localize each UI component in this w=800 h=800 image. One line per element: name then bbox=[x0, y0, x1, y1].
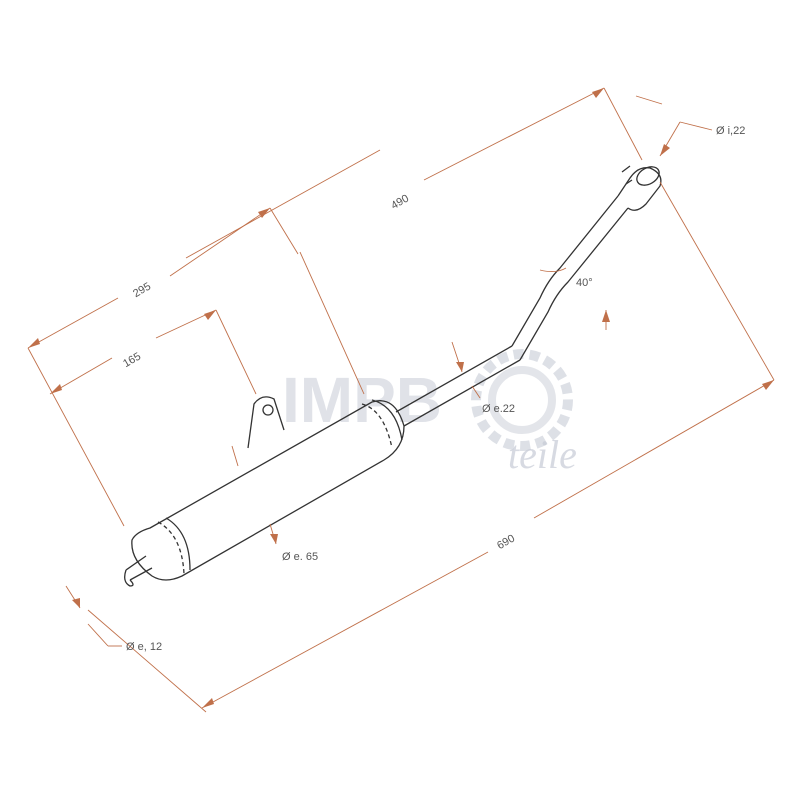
label-pipe-diameter: Ø e.22 bbox=[482, 403, 515, 415]
dim-490-line-a bbox=[185, 149, 381, 259]
arrow-690-right bbox=[762, 380, 774, 390]
watermark-brand: IMPB bbox=[282, 364, 442, 436]
arrow-inlet bbox=[660, 144, 670, 156]
arrow-angle bbox=[602, 310, 610, 322]
dim-490-ext-right bbox=[603, 87, 643, 161]
rear-end-cap bbox=[361, 403, 393, 449]
dimension-labels: 690 490 295 165 40° Ø i,22 Ø e.22 Ø e. 6… bbox=[121, 125, 745, 653]
inlet-flange bbox=[636, 166, 660, 186]
dim-295-ext-left bbox=[27, 347, 125, 527]
label-angle: 40° bbox=[576, 277, 593, 289]
inlet-clamp bbox=[617, 167, 662, 211]
dim-165-ext bbox=[215, 309, 257, 395]
dim-690-line-b bbox=[533, 379, 775, 519]
label-165: 165 bbox=[121, 350, 143, 370]
label-inlet-diameter: Ø i,22 bbox=[716, 125, 745, 137]
dim-inlet-leader-b bbox=[679, 121, 713, 131]
dim-angle-arc bbox=[539, 267, 567, 273]
watermark: IMPB teile bbox=[282, 349, 577, 477]
dim-295-ext-right bbox=[269, 207, 299, 255]
arrow-tail bbox=[72, 598, 80, 608]
arrow-pipe bbox=[456, 362, 464, 372]
watermark-sub: teile bbox=[508, 432, 577, 477]
arrow-165-left bbox=[50, 384, 62, 394]
arrow-295-left bbox=[28, 338, 40, 348]
muffler-cylinder bbox=[131, 400, 405, 581]
dim-tail-dia-b bbox=[87, 623, 109, 647]
dim-pipe-dia-b bbox=[471, 385, 481, 399]
bracket-hole bbox=[262, 404, 274, 416]
dim-690-ext-right bbox=[659, 181, 775, 381]
arrow-690-left bbox=[202, 698, 214, 708]
arrow-165-right bbox=[204, 310, 216, 320]
watermark-gear-icon bbox=[471, 349, 573, 451]
dim-295-line-b bbox=[169, 207, 271, 277]
label-690: 690 bbox=[495, 532, 517, 552]
dim-690-line-a bbox=[201, 551, 489, 709]
label-muffler-diameter: Ø e. 65 bbox=[282, 551, 318, 563]
dim-690-ext-left bbox=[87, 609, 207, 713]
label-490: 490 bbox=[389, 192, 411, 212]
mounting-bracket bbox=[247, 396, 285, 449]
arrow-295-right bbox=[258, 208, 270, 218]
tailpipe bbox=[124, 555, 153, 587]
arrow-muffler bbox=[270, 534, 278, 544]
dim-295-line-a bbox=[27, 297, 119, 349]
label-tailpipe-diameter: Ø e, 12 bbox=[126, 641, 162, 653]
dimension-arrows bbox=[28, 88, 774, 708]
exhaust-pipe-lower bbox=[395, 345, 521, 427]
exhaust-pipe-bend bbox=[511, 195, 629, 361]
arrow-490-right bbox=[592, 88, 604, 98]
label-295: 295 bbox=[131, 280, 153, 300]
muffler-outline bbox=[124, 165, 662, 587]
dim-490-ext-left bbox=[299, 251, 365, 395]
front-end-cap bbox=[157, 521, 185, 575]
dim-490-line-b bbox=[423, 87, 605, 181]
